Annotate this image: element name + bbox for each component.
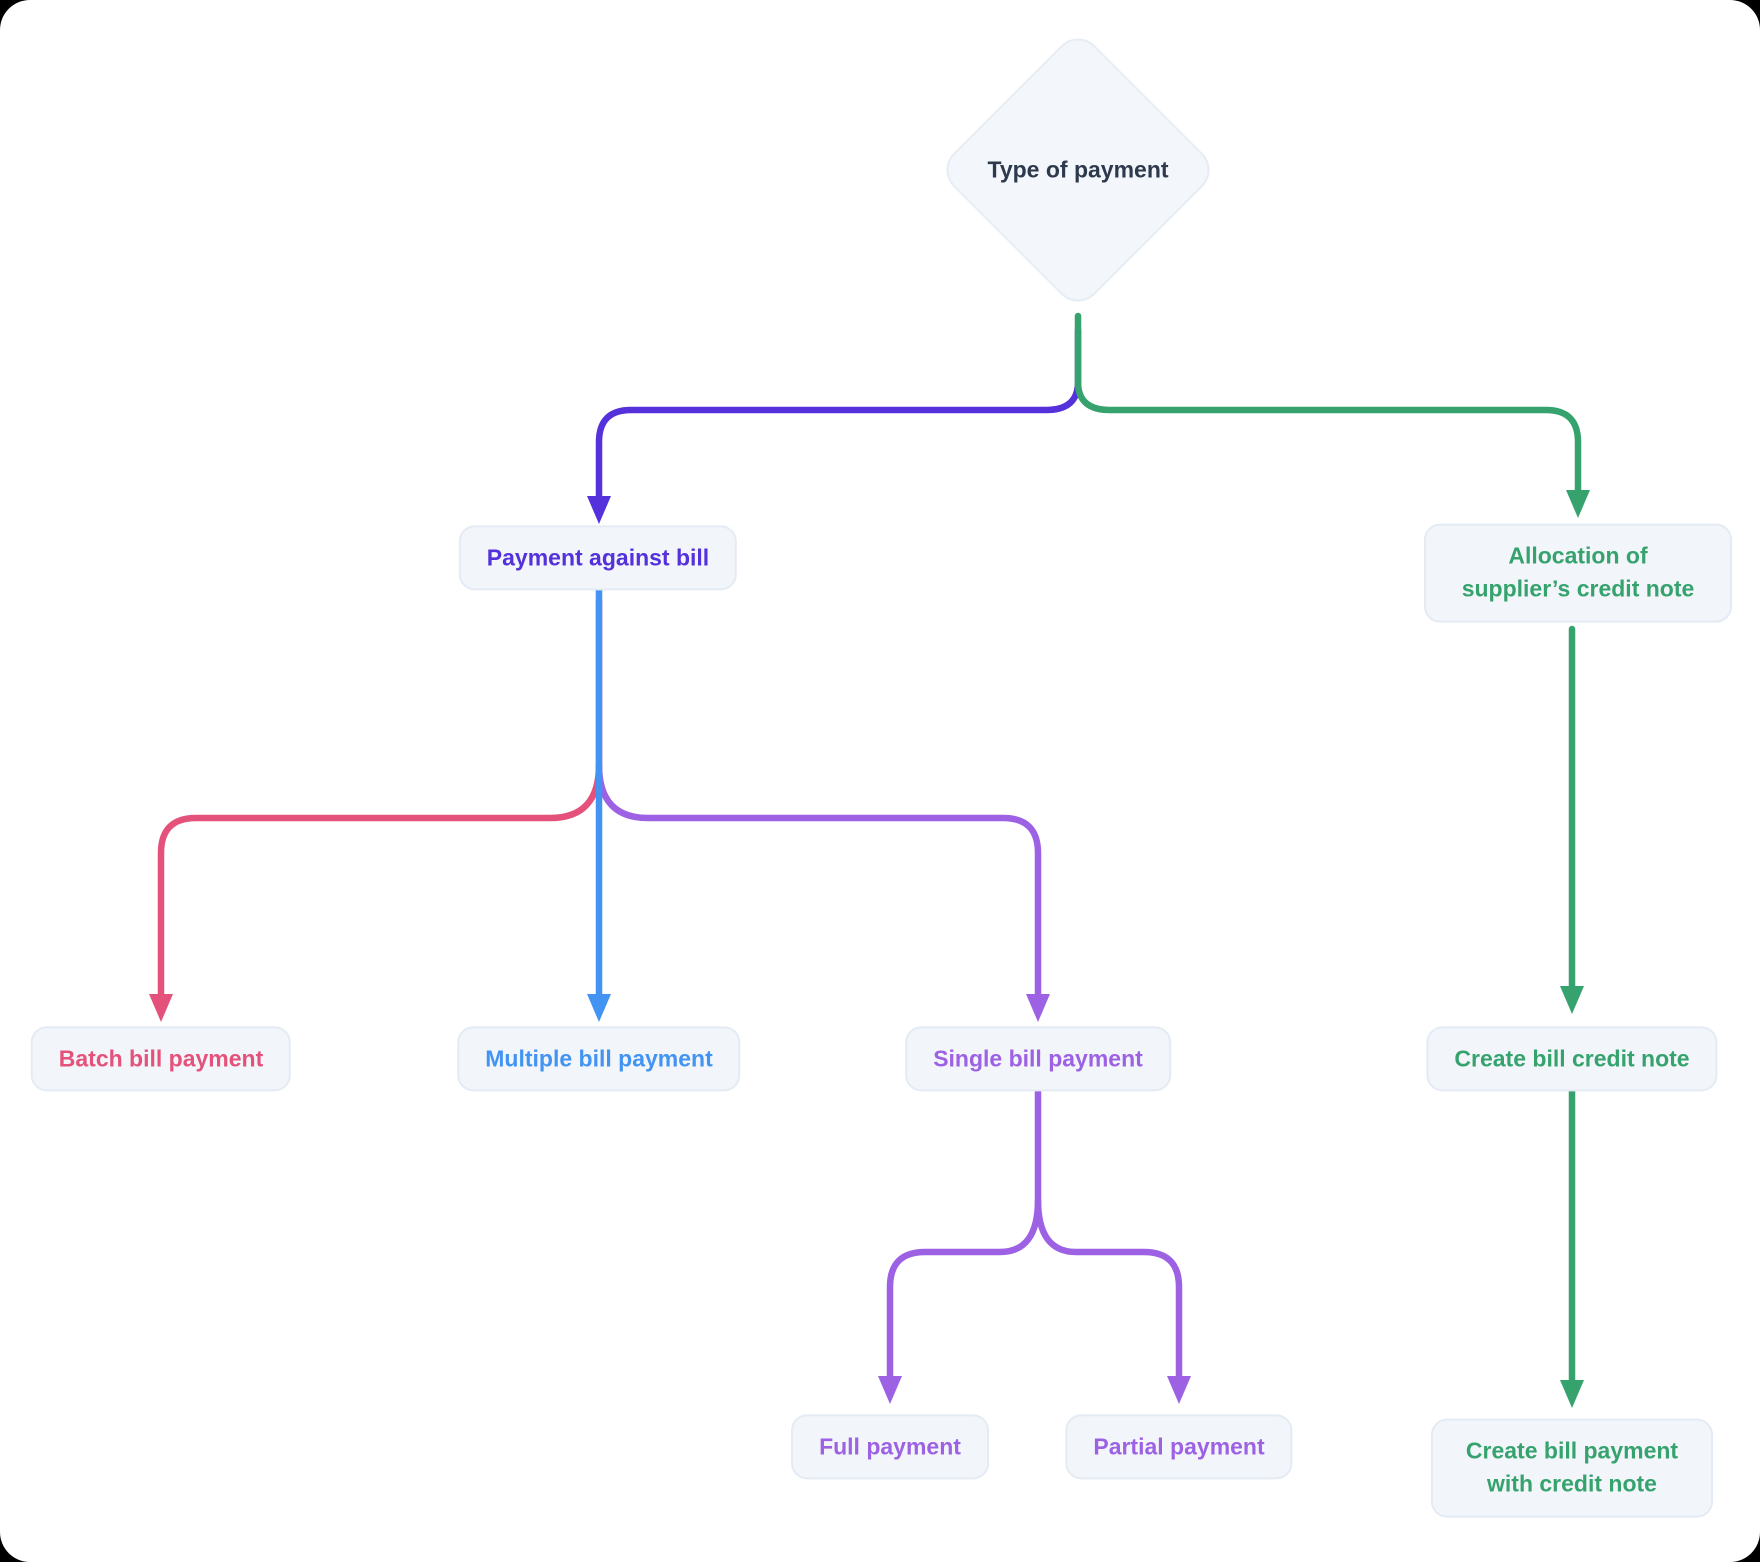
node-label: Full payment	[819, 1433, 961, 1460]
node-partial-payment: Partial payment	[1065, 1414, 1293, 1480]
arrowhead-partial-payment	[1167, 1376, 1191, 1404]
edge-to-full-payment	[886, 1086, 1042, 1382]
node-multiple-bill-payment: Multiple bill payment	[457, 1026, 741, 1092]
node-label: Batch bill payment	[58, 1045, 264, 1072]
node-label: Multiple bill payment	[485, 1045, 713, 1072]
node-label: Allocation of supplier’s credit note	[1461, 542, 1695, 602]
node-allocation-of-suppliers-credit-note: Allocation of supplier’s credit note	[1424, 523, 1732, 623]
edge-to-partial-payment	[1034, 1196, 1183, 1382]
edge-to-single-bill-payment	[595, 761, 1042, 1000]
node-label: Payment against bill	[486, 544, 710, 571]
arrowhead-batch-bill-payment	[149, 994, 173, 1022]
node-label: Type of payment	[987, 156, 1169, 183]
edge-root-to-payment-against-bill	[595, 326, 1082, 502]
edge-root-to-allocation	[1074, 378, 1582, 496]
arrowhead-single-bill-payment	[1026, 994, 1050, 1022]
node-full-payment: Full payment	[791, 1414, 989, 1480]
node-create-bill-credit-note: Create bill credit note	[1426, 1026, 1718, 1092]
arrowhead-allocation	[1566, 490, 1590, 518]
node-label: Create bill credit note	[1454, 1045, 1690, 1072]
node-payment-against-bill: Payment against bill	[458, 525, 738, 591]
node-single-bill-payment: Single bill payment	[905, 1026, 1171, 1092]
node-batch-bill-payment: Batch bill payment	[30, 1026, 292, 1092]
node-label: Partial payment	[1093, 1433, 1265, 1460]
node-label: Create bill payment with credit note	[1465, 1437, 1679, 1497]
arrowhead-payment-against-bill	[587, 496, 611, 524]
node-create-bill-payment-with-credit-note: Create bill payment with credit note	[1431, 1418, 1713, 1518]
arrowhead-multiple-bill-payment	[587, 994, 611, 1022]
arrowhead-full-payment	[878, 1376, 902, 1404]
arrowhead-create-bill-payment-with-credit-note	[1560, 1380, 1584, 1408]
node-label: Single bill payment	[933, 1045, 1143, 1072]
arrowhead-create-bill-credit-note	[1560, 986, 1584, 1014]
edge-to-batch-bill-payment	[157, 596, 603, 1000]
